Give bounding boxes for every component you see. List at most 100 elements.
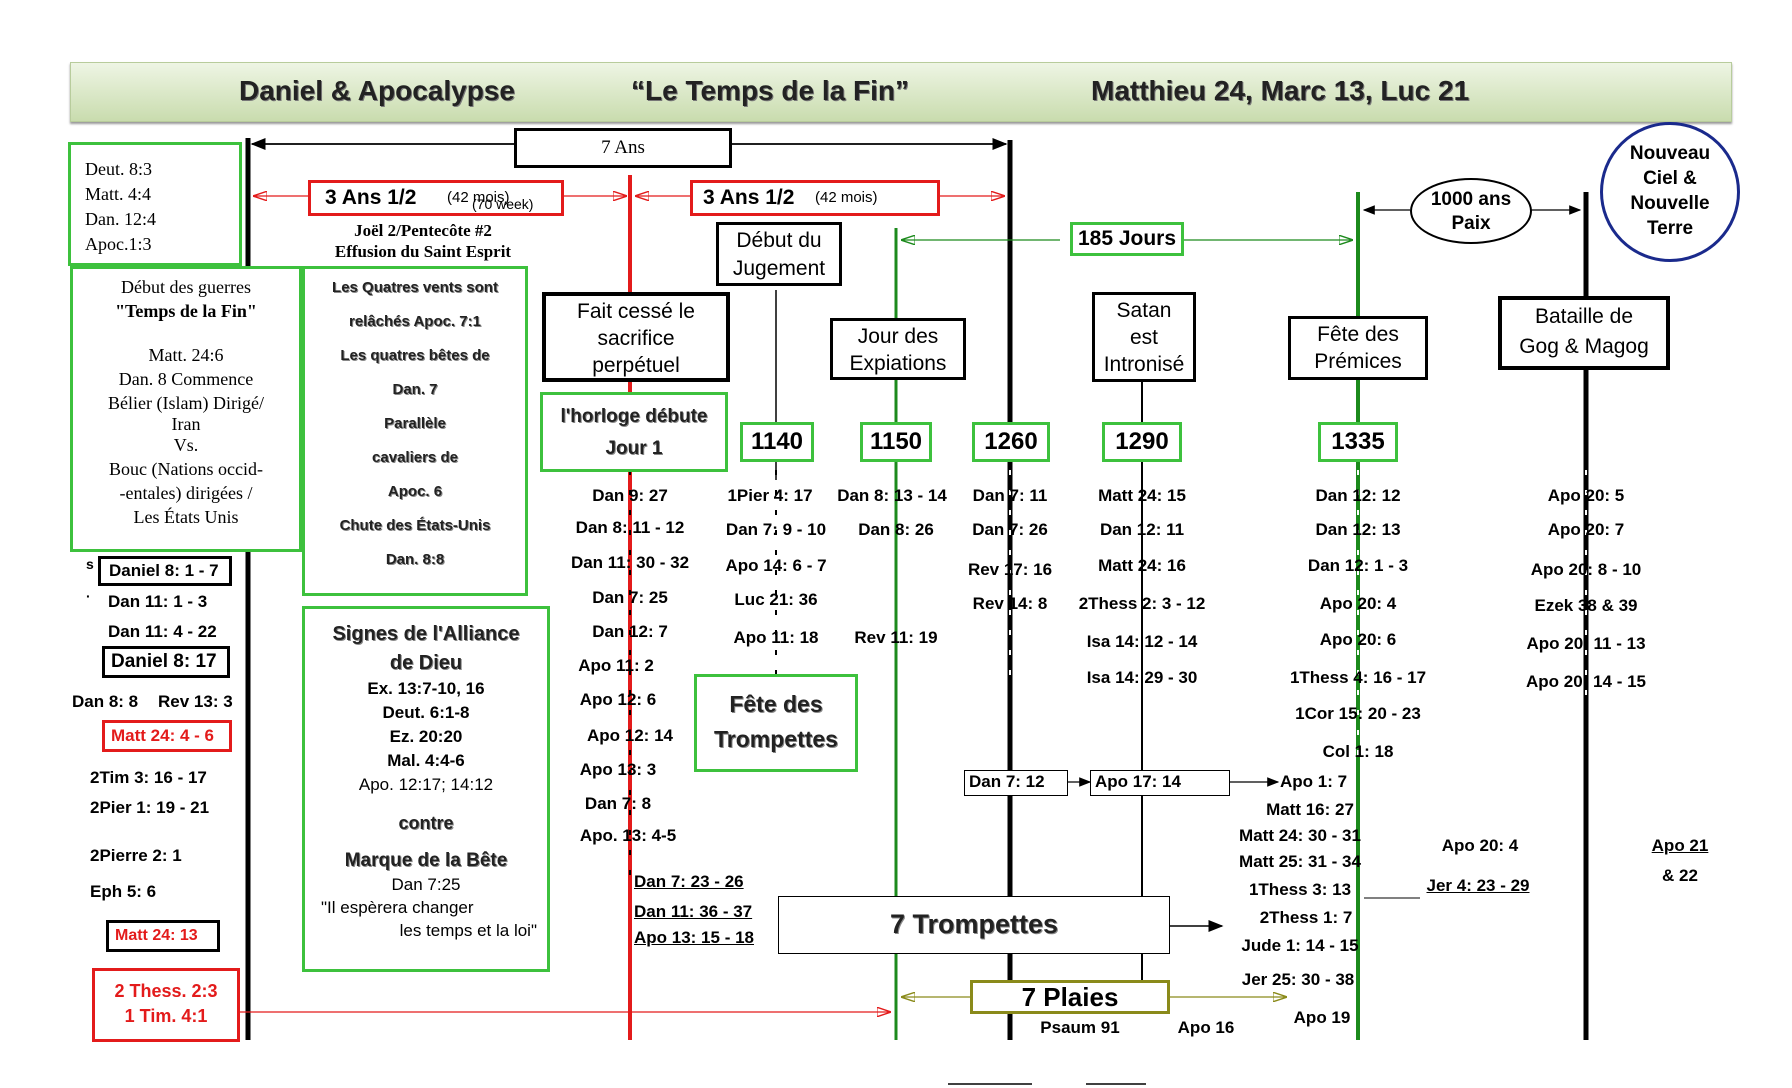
c4-ref: Dan 7: 11 (972, 486, 1048, 505)
header-center-title: “Le Temps de la Fin” (631, 75, 909, 106)
wars-line1: Début des guerres (121, 277, 251, 297)
c6-lower-ref: Matt 16: 27 (1266, 800, 1354, 819)
first-half-sub: (42 mois) (447, 189, 510, 206)
winds-line: Dan. 8:8 (385, 551, 445, 568)
day-1140: 1140 (740, 422, 814, 462)
ref-daniel8-1-7: Daniel 8: 1 - 7 (98, 556, 232, 586)
c6-lower-ref: 1Thess 3: 13 (1248, 880, 1352, 899)
day-1335: 1335 (1318, 422, 1398, 462)
covenant-contre: contre (398, 813, 454, 833)
c1-under-ref: Dan 7: 23 - 26 (634, 872, 744, 891)
left-top-refs-box: Deut. 8:3 Matt. 4:4 Dan. 12:4 Apoc.1:3 (68, 142, 242, 266)
left-top-ref: Matt. 4:4 (85, 184, 151, 204)
c1-under-ref: Dan 11: 36 - 37 (634, 902, 753, 921)
wars-line: Vs. (173, 435, 199, 455)
c1-ref: Dan 7: 25 (592, 588, 668, 607)
c5-ref: Matt 24: 16 (1098, 556, 1186, 575)
ref-eph5: Eph 5: 6 (90, 882, 157, 901)
new-heaven-line: Nouveau (1629, 143, 1711, 164)
sacrifice-line: perpétuel (592, 354, 680, 377)
ref-dan8-8: Dan 8: 8 (72, 692, 139, 711)
new-heaven-line: Nouvelle (1630, 193, 1710, 214)
covenant-title2: de Dieu (389, 652, 463, 674)
millennium-ellipse: 1000 ans Paix (1410, 178, 1532, 244)
c6-ref: 1Thess 4: 16 - 17 (1289, 668, 1427, 687)
first-half-box: 3 Ans 1/2 (42 mois) (308, 180, 564, 216)
joel-text: Joël 2/Pentecôte #2 Effusion du Saint Es… (318, 220, 528, 262)
ref-2thess: 2 Thess. 2:3 (114, 981, 218, 1001)
left-top-ref: Dan. 12:4 (85, 209, 156, 229)
covenant-ref: Ex. 13:7-10, 16 (367, 679, 485, 698)
ref-apo20-4-lower: Apo 20: 4 (1441, 836, 1519, 855)
c1-ref: Dan 8: 11 - 12 (575, 518, 685, 537)
gog-box: Bataille de Gog & Magog (1498, 296, 1670, 370)
millennium-line1: 1000 ans (1430, 189, 1512, 210)
c2-ref: Apo 14: 6 - 7 (725, 556, 827, 575)
left-top-ref: Deut. 8:3 (85, 159, 152, 179)
horloge-line: l'horloge débute (560, 406, 708, 427)
winds-line: Chute des États-Unis (339, 517, 491, 534)
c2-ref: Apo 11: 18 (733, 628, 819, 647)
day-1260: 1260 (972, 422, 1050, 462)
winds-line: Dan. 7 (392, 381, 438, 398)
day-1290: 1290 (1102, 422, 1182, 462)
c6-ref: 1Cor 15: 20 - 23 (1295, 704, 1421, 723)
c4-ref: Rev 14: 8 (972, 594, 1048, 613)
premices-line: Fête des (1317, 323, 1399, 346)
c6-lower-ref: Matt 24: 30 - 31 (1239, 826, 1361, 845)
millennium-line2: Paix (1451, 213, 1491, 234)
ref-jer4: Jer 4: 23 - 29 (1426, 876, 1530, 895)
c4-ref: Dan 7: 26 (972, 520, 1048, 539)
sacrifice-line: sacrifice (597, 327, 675, 350)
c3-ref: Dan 8: 26 (858, 520, 934, 539)
c1-ref: Dan 11: 30 - 32 (570, 553, 690, 572)
days-185-label: 185 Jours (1070, 222, 1184, 256)
c5-ref: Dan 12: 11 (1099, 520, 1185, 539)
ref-and22: & 22 (1662, 866, 1698, 885)
wars-line: Bouc (Nations occid- (109, 459, 263, 479)
horloge-line: Jour 1 (605, 438, 663, 459)
c6-ref: Apo 20: 6 (1319, 630, 1397, 649)
c7-ref: Apo 20: 14 - 15 (1526, 672, 1646, 691)
satan-line: Intronisé (1103, 353, 1185, 376)
winds-line: Les quatres bêtes de (340, 347, 490, 364)
c6-ref: Apo 20: 4 (1319, 594, 1397, 613)
horloge-box: l'horloge débute Jour 1 (540, 392, 728, 472)
joel-line1: Joël 2/Pentecôte #2 (354, 221, 492, 240)
premices-box: Fête des Prémices (1288, 316, 1428, 380)
c1-ref: Dan 7: 8 (584, 794, 652, 813)
c1-ref: Apo 12: 14 (587, 726, 673, 745)
ref-apo16: Apo 16 (1177, 1018, 1235, 1037)
second-half-box: 3 Ans 1/2 (42 mois) (690, 180, 940, 216)
expiations-box: Jour des Expiations (830, 318, 966, 380)
ref-dan7-12-box: Dan 7: 12 (964, 770, 1068, 796)
new-heaven-line: Terre (1646, 218, 1694, 239)
ref-thess-tim-box: 2 Thess. 2:3 1 Tim. 4:1 (92, 968, 240, 1042)
c6-lower-ref: Jude 1: 14 - 15 (1241, 936, 1359, 955)
premices-line: Prémices (1314, 350, 1402, 373)
ref-matt24-13: Matt 24: 13 (106, 920, 220, 952)
fete-trompettes-line: Fête des (729, 691, 823, 717)
joel-line2: Effusion du Saint Esprit (334, 242, 512, 261)
c3-ref: Dan 8: 13 - 14 (837, 486, 947, 505)
covenant-quote2: les temps et la loi" (399, 921, 537, 940)
c1-ref: Dan 12: 7 (592, 622, 668, 641)
ref-daniel8-17: Daniel 8: 17 (102, 646, 230, 678)
dot-mark: · (86, 588, 91, 604)
wars-line: Dan. 8 Commence (118, 369, 254, 389)
covenant-ref: Ez. 20:20 (389, 727, 463, 746)
ref-psaum91: Psaum 91 (1040, 1018, 1120, 1037)
c5-ref: 2Thess 2: 3 - 12 (1078, 594, 1206, 613)
c6-lower-ref: Jer 25: 30 - 38 (1241, 970, 1355, 989)
ref-apo17-14-box: Apo 17: 14 (1090, 770, 1230, 796)
winds-line: Les Quatres vents sont (332, 279, 498, 296)
second-half-main: 3 Ans 1/2 (703, 186, 795, 209)
seven-years-label: 7 Ans (514, 128, 732, 168)
expiations-line: Jour des (857, 325, 939, 348)
c2-ref: Dan 7: 9 - 10 (725, 520, 827, 539)
seven-trumpets-box: 7 Trompettes (778, 896, 1170, 954)
wars-line: Les États Unis (133, 507, 239, 527)
ref-2pier1: 2Pier 1: 19 - 21 (90, 798, 210, 817)
covenant-title1: Signes de l'Alliance (332, 623, 520, 645)
